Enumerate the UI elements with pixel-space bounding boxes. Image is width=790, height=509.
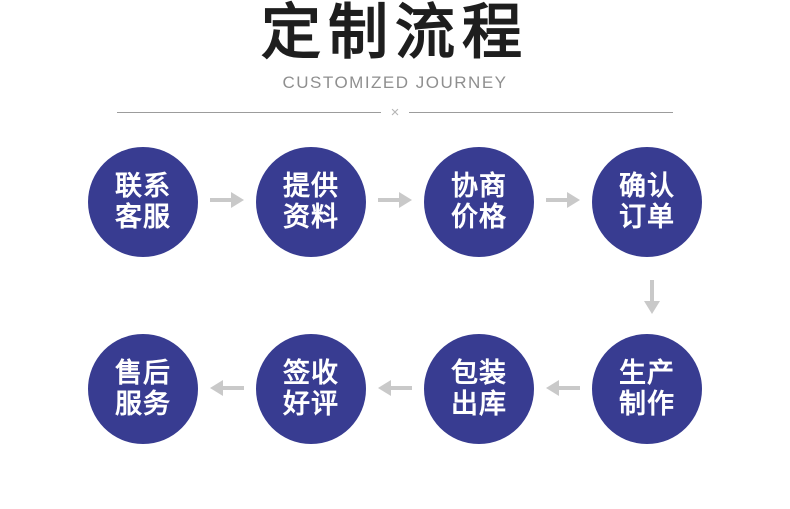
- step-label-line: 资料: [283, 202, 339, 232]
- step-label-line: 生产: [619, 358, 675, 388]
- step-label-line: 制作: [619, 389, 675, 419]
- step-confirm-order: 确认 订单: [592, 147, 702, 257]
- step-label-line: 签收: [283, 358, 339, 388]
- step-label-line: 包装: [451, 358, 507, 388]
- step-provide-materials: 提供 资料: [256, 147, 366, 257]
- page-subtitle: CUSTOMIZED JOURNEY: [282, 73, 508, 92]
- divider-line-right: [409, 111, 674, 113]
- arrow-down-icon: [644, 279, 660, 315]
- arrow-left-icon: [209, 380, 245, 396]
- step-label-line: 联系: [115, 171, 171, 201]
- step-after-sales-service: 售后 服务: [88, 334, 198, 444]
- step-label-line: 客服: [115, 202, 171, 232]
- step-label-line: 服务: [115, 389, 171, 419]
- divider-x-icon: ×: [390, 103, 400, 121]
- step-sign-and-review: 签收 好评: [256, 334, 366, 444]
- step-label-line: 确认: [619, 171, 675, 201]
- divider-line-left: [116, 111, 381, 113]
- divider: ×: [0, 104, 790, 120]
- step-contact-service: 联系 客服: [88, 147, 198, 257]
- arrow-left-icon: [377, 380, 413, 396]
- step-negotiate-price: 协商 价格: [424, 147, 534, 257]
- step-label-line: 好评: [283, 389, 339, 419]
- arrow-right-icon: [545, 192, 581, 208]
- step-label-line: 协商: [451, 171, 507, 201]
- step-production: 生产 制作: [592, 334, 702, 444]
- page-title: 定制流程: [261, 0, 529, 66]
- step-label-line: 售后: [115, 358, 171, 388]
- step-pack-and-ship: 包装 出库: [424, 334, 534, 444]
- step-label-line: 价格: [451, 202, 507, 232]
- step-label-line: 订单: [619, 202, 675, 232]
- step-label-line: 出库: [451, 389, 507, 419]
- arrow-left-icon: [545, 380, 581, 396]
- arrow-right-icon: [377, 192, 413, 208]
- step-label-line: 提供: [283, 171, 339, 201]
- arrow-right-icon: [209, 192, 245, 208]
